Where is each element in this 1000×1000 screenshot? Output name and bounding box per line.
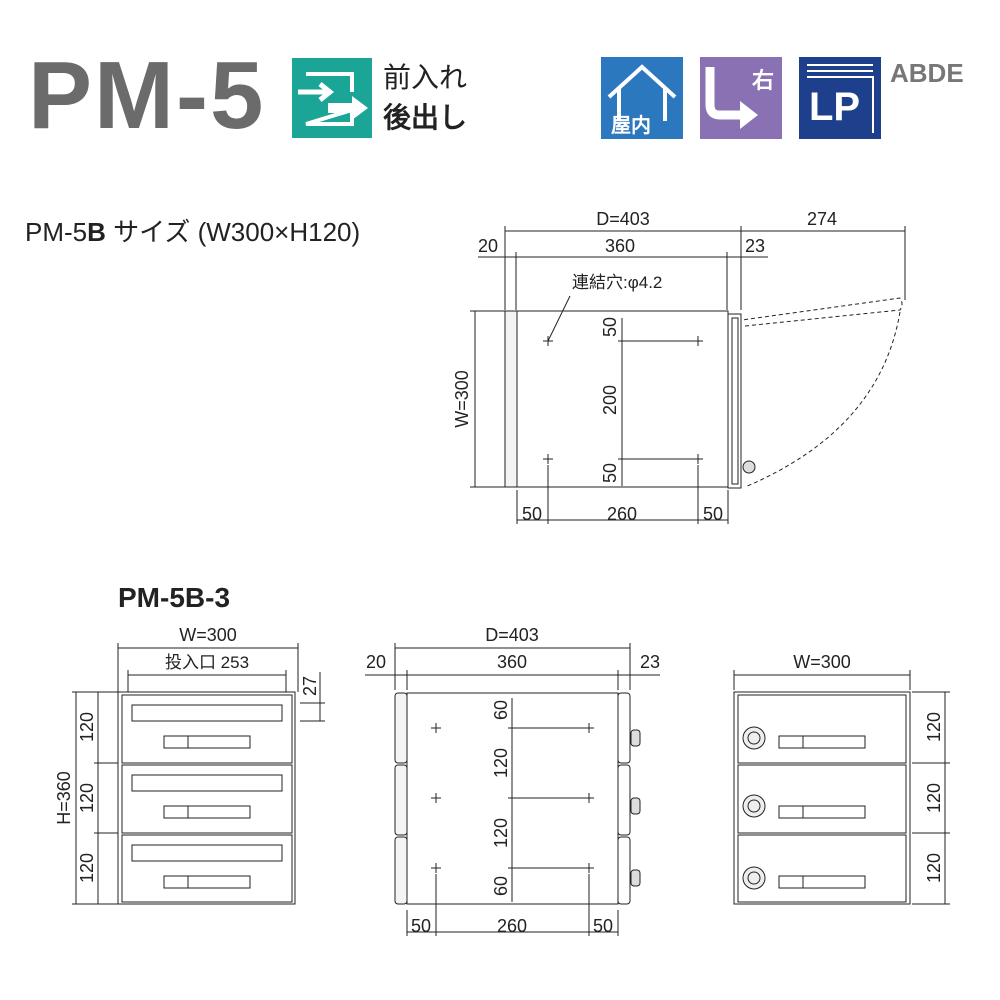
hinge-right-badge: 右	[700, 57, 782, 139]
top-h2: 260	[607, 504, 637, 524]
top-h1: 50	[522, 504, 542, 524]
lp-frame-icon	[807, 64, 874, 133]
top-d-front: 20	[478, 236, 498, 256]
hole-note: 連結穴:φ4.2	[572, 273, 662, 292]
house-icon	[607, 64, 677, 121]
top-swing-dim: 274	[807, 209, 837, 229]
side-v3: 120	[491, 818, 511, 848]
back-row-2: 120	[924, 783, 944, 813]
front-slot: 投入口 253	[165, 653, 249, 672]
side-d-total: D=403	[485, 625, 539, 645]
product-title: PM-5	[28, 42, 266, 149]
front-height: H=360	[54, 771, 74, 825]
indoor-label: 屋内	[611, 113, 651, 137]
side-v4: 60	[491, 876, 511, 896]
side-v2: 120	[491, 748, 511, 778]
top-v2: 200	[600, 385, 620, 415]
side-h1: 50	[411, 916, 431, 936]
front-slot-offset: 27	[300, 676, 320, 696]
side-h2: 260	[497, 916, 527, 936]
top-view-drawing	[470, 226, 906, 524]
side-h3: 50	[593, 916, 613, 936]
size-heading-prefix: PM-5	[25, 217, 88, 247]
side-d-back: 23	[640, 652, 660, 672]
top-h3: 50	[703, 504, 723, 524]
top-width: W=300	[452, 370, 472, 428]
front-in-back-out-icon	[292, 58, 372, 138]
back-row-1: 120	[924, 712, 944, 742]
lp-label: LP	[809, 85, 861, 129]
front-in-label: 前入れ	[383, 61, 468, 94]
front-row-2: 120	[77, 783, 97, 813]
side-view-drawing	[365, 643, 660, 936]
front-view-drawing	[72, 643, 325, 905]
top-v3: 50	[600, 463, 620, 483]
top-d-total: D=403	[596, 209, 650, 229]
back-row-3: 120	[924, 853, 944, 883]
front-width: W=300	[179, 625, 237, 645]
size-heading-suffix: サイズ (W300×H120)	[105, 217, 361, 247]
front-row-1: 120	[77, 712, 97, 742]
side-d-front: 20	[366, 652, 386, 672]
size-heading: PM-5B サイズ (W300×H120)	[25, 212, 360, 249]
hinge-right-label: 右	[752, 69, 775, 94]
top-v1: 50	[600, 317, 620, 337]
right-arrow-icon	[705, 67, 758, 129]
front-row-3: 120	[77, 853, 97, 883]
back-view-drawing	[733, 670, 950, 905]
side-d-body: 360	[497, 652, 527, 672]
indoor-badge: 屋内	[601, 57, 683, 139]
lp-badge: LP	[799, 57, 881, 139]
side-v1: 60	[491, 700, 511, 720]
top-d-back: 23	[745, 236, 765, 256]
back-width: W=300	[793, 652, 851, 672]
size-heading-bold: B	[87, 217, 106, 247]
door-type-text: 前入れ 後出し	[383, 58, 467, 138]
series-code: ABDE	[890, 58, 964, 88]
unit-model-label: PM-5B-3	[118, 582, 231, 613]
top-d-body: 360	[605, 236, 635, 256]
back-out-label: 後出し	[383, 101, 468, 134]
